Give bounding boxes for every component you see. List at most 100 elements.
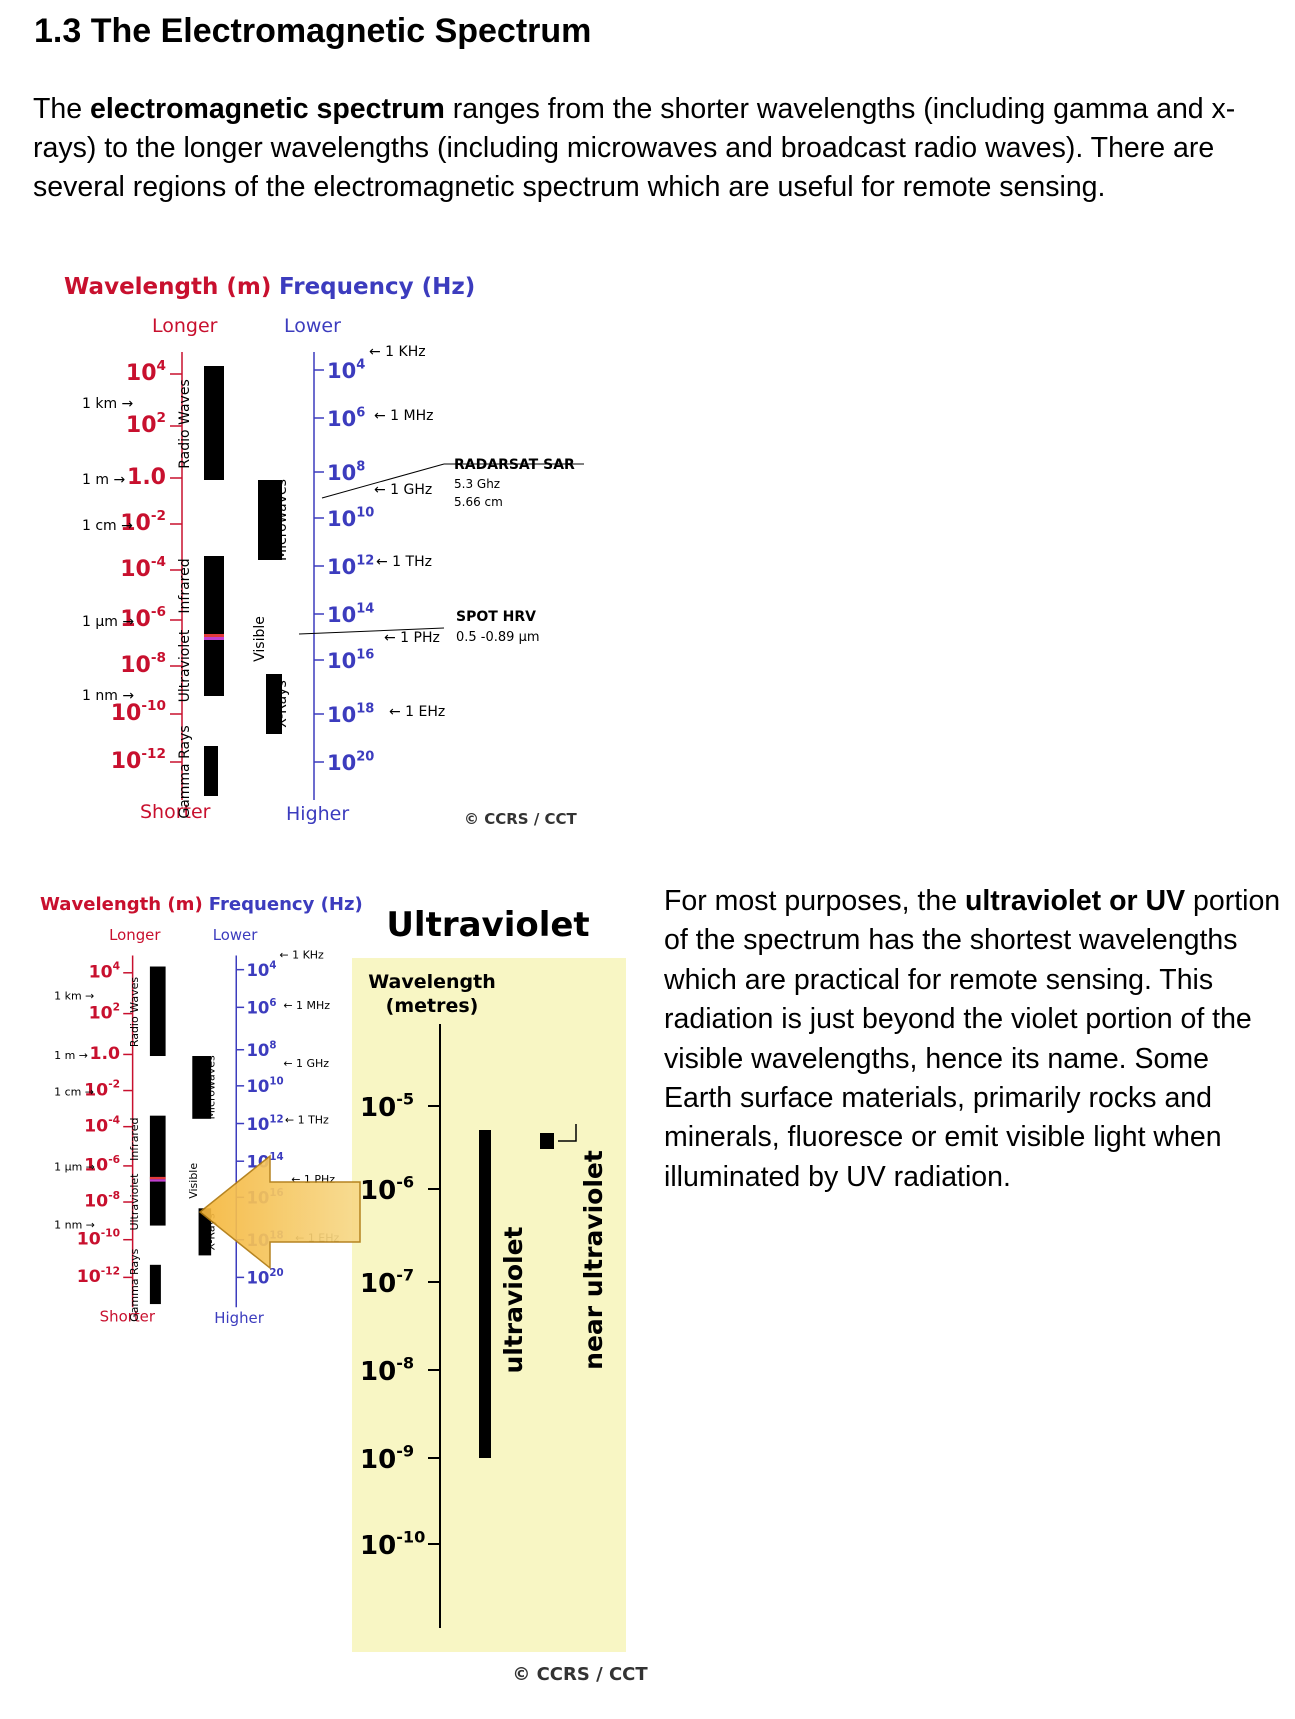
band-label: Radio Waves <box>128 977 141 1048</box>
frequency-tick-label: 1020 <box>327 750 374 775</box>
wavelength-tick-label: 10-10 <box>111 698 166 726</box>
band-bar <box>149 1264 161 1305</box>
frequency-marker: ← 1 MHz <box>374 408 434 424</box>
wavelength-title: Wavelength (m) <box>64 274 271 300</box>
band-bar <box>192 1056 212 1119</box>
radarsat-label: RADARSAT SAR <box>454 457 575 473</box>
wavelength-tick-label: 10-8 <box>84 1189 120 1212</box>
higher-label: Higher <box>214 1309 264 1327</box>
longer-label: Longer <box>152 315 218 337</box>
uv-tick-label: 10-5 <box>360 1089 414 1123</box>
wavelength-tick-label: 10-10 <box>77 1227 120 1250</box>
band-label: Visible <box>252 616 268 662</box>
uv-tick-label: 10-10 <box>360 1527 425 1561</box>
wavelength-title: Wavelength (m) <box>40 894 203 915</box>
wavelength-tick-label: 102 <box>89 1001 120 1024</box>
band-label: Microwaves <box>274 479 290 561</box>
band-label: Infrared <box>128 1118 141 1161</box>
band-label: Infrared <box>177 558 193 613</box>
frequency-tick-label: 108 <box>327 460 365 485</box>
frequency-marker: ← 1 KHz <box>279 949 324 962</box>
longer-label: Longer <box>109 926 161 944</box>
band-label: Radio Waves <box>177 379 193 469</box>
ultraviolet-bar <box>479 1130 491 1458</box>
radarsat-line <box>321 463 445 499</box>
frequency-marker: ← 1 KHz <box>369 344 426 360</box>
frequency-tick-label: 104 <box>327 358 365 383</box>
near-ultraviolet-bracket <box>558 1124 577 1142</box>
frequency-tick-label: 1020 <box>246 1268 283 1287</box>
visible-band-violet <box>204 637 224 640</box>
pointer-arrow <box>198 1154 361 1270</box>
frequency-tick-label: 1010 <box>246 1077 283 1096</box>
wavelength-marker: 1 µm → <box>82 614 134 630</box>
wavelength-marker: 1 nm → <box>54 1219 95 1232</box>
shorter-label: Shorter <box>140 801 211 823</box>
wavelength-tick-label: 10-12 <box>77 1264 120 1287</box>
radarsat-wavelength: 5.66 cm <box>454 495 503 509</box>
frequency-marker: ← 1 PHz <box>384 630 440 646</box>
near-ultraviolet-marker <box>540 1133 554 1149</box>
band-label: Gamma Rays <box>177 725 193 818</box>
band-label: Gamma Rays <box>128 1248 141 1321</box>
large-spectrum-chart: Wavelength (m) Frequency (Hz) Longer LowerS… <box>64 274 584 828</box>
frequency-tick-label: 108 <box>246 1041 276 1060</box>
band-label: X-Rays <box>274 680 290 728</box>
band-bar <box>258 480 282 560</box>
wavelength-tick-label: 10-4 <box>120 554 166 582</box>
visible-band-violet <box>149 1179 166 1182</box>
band-bar <box>149 966 166 1057</box>
frequency-tick-label: 1012 <box>327 554 374 579</box>
shorter-label: Shorter <box>100 1307 156 1325</box>
wavelength-tick-label: 10-2 <box>120 508 166 536</box>
copyright-bottom: © CCRS / CCT <box>512 1664 648 1685</box>
band-bar <box>266 674 282 734</box>
frequency-marker: ← 1 GHz <box>374 482 432 498</box>
band-bar <box>204 366 224 480</box>
wavelength-marker: 1 nm → <box>82 688 134 704</box>
frequency-tick-label: 106 <box>246 998 276 1017</box>
uv-tick-label: 10-6 <box>360 1172 414 1206</box>
visible-band-red <box>204 634 224 637</box>
band-bar <box>149 1115 166 1226</box>
band-label: Visible <box>187 1163 200 1199</box>
frequency-tick-label: 1018 <box>327 702 374 727</box>
uv-axis-unit: (metres) <box>386 995 479 1017</box>
band-bar <box>204 556 224 696</box>
wavelength-marker: 1 m → <box>54 1049 88 1062</box>
near-ultraviolet-label: near ultraviolet <box>579 1150 608 1370</box>
frequency-marker: ← 1 MHz <box>283 999 330 1012</box>
wavelength-tick-label: 1.0 <box>127 465 166 490</box>
spot-line <box>298 627 445 635</box>
intro-bold-term: electromagnetic spectrum <box>90 93 445 125</box>
spot-label: SPOT HRV <box>456 609 536 625</box>
band-label: Ultraviolet <box>177 629 193 702</box>
wavelength-marker: 1 µm → <box>54 1161 95 1174</box>
uv-tick-label: 10-7 <box>360 1265 414 1299</box>
band-label: Microwaves <box>204 1055 217 1120</box>
wavelength-tick-label: 10-4 <box>84 1114 120 1137</box>
higher-label: Higher <box>286 803 349 825</box>
frequency-marker: ← 1 EHz <box>389 704 445 720</box>
spot-range: 0.5 -0.89 µm <box>456 630 540 645</box>
wavelength-marker: 1 cm → <box>54 1085 94 1098</box>
wavelength-marker: 1 cm → <box>82 518 133 534</box>
uv-title: Ultraviolet <box>386 905 589 945</box>
lower-label: Lower <box>284 315 341 337</box>
wavelength-tick-label: 10-12 <box>111 746 166 774</box>
uv-description: For most purposes, the ultraviolet or UV… <box>664 885 1281 1193</box>
frequency-tick-label: 1010 <box>327 506 374 531</box>
copyright-top: © CCRS / CCT <box>464 810 578 828</box>
frequency-title: Frequency (Hz) <box>279 274 475 300</box>
page-title: 1.3 The Electromagnetic Spectrum <box>34 12 592 50</box>
intro-paragraph: The electromagnetic spectrum ranges from… <box>33 93 1236 203</box>
band-bar <box>204 746 218 796</box>
frequency-marker: ← 1 THz <box>285 1114 329 1127</box>
wavelength-marker: 1 km → <box>54 989 94 1002</box>
uv-tick-label: 10-9 <box>360 1441 414 1475</box>
uv-tick-label: 10-8 <box>360 1353 414 1387</box>
ultraviolet-panel: UltravioletWavelength(metres)10-510-610-… <box>198 905 648 1685</box>
wavelength-marker: 1 m → <box>82 472 125 488</box>
uv-bold-term: ultraviolet or UV <box>964 885 1186 917</box>
wavelength-tick-label: 10-6 <box>120 604 166 632</box>
